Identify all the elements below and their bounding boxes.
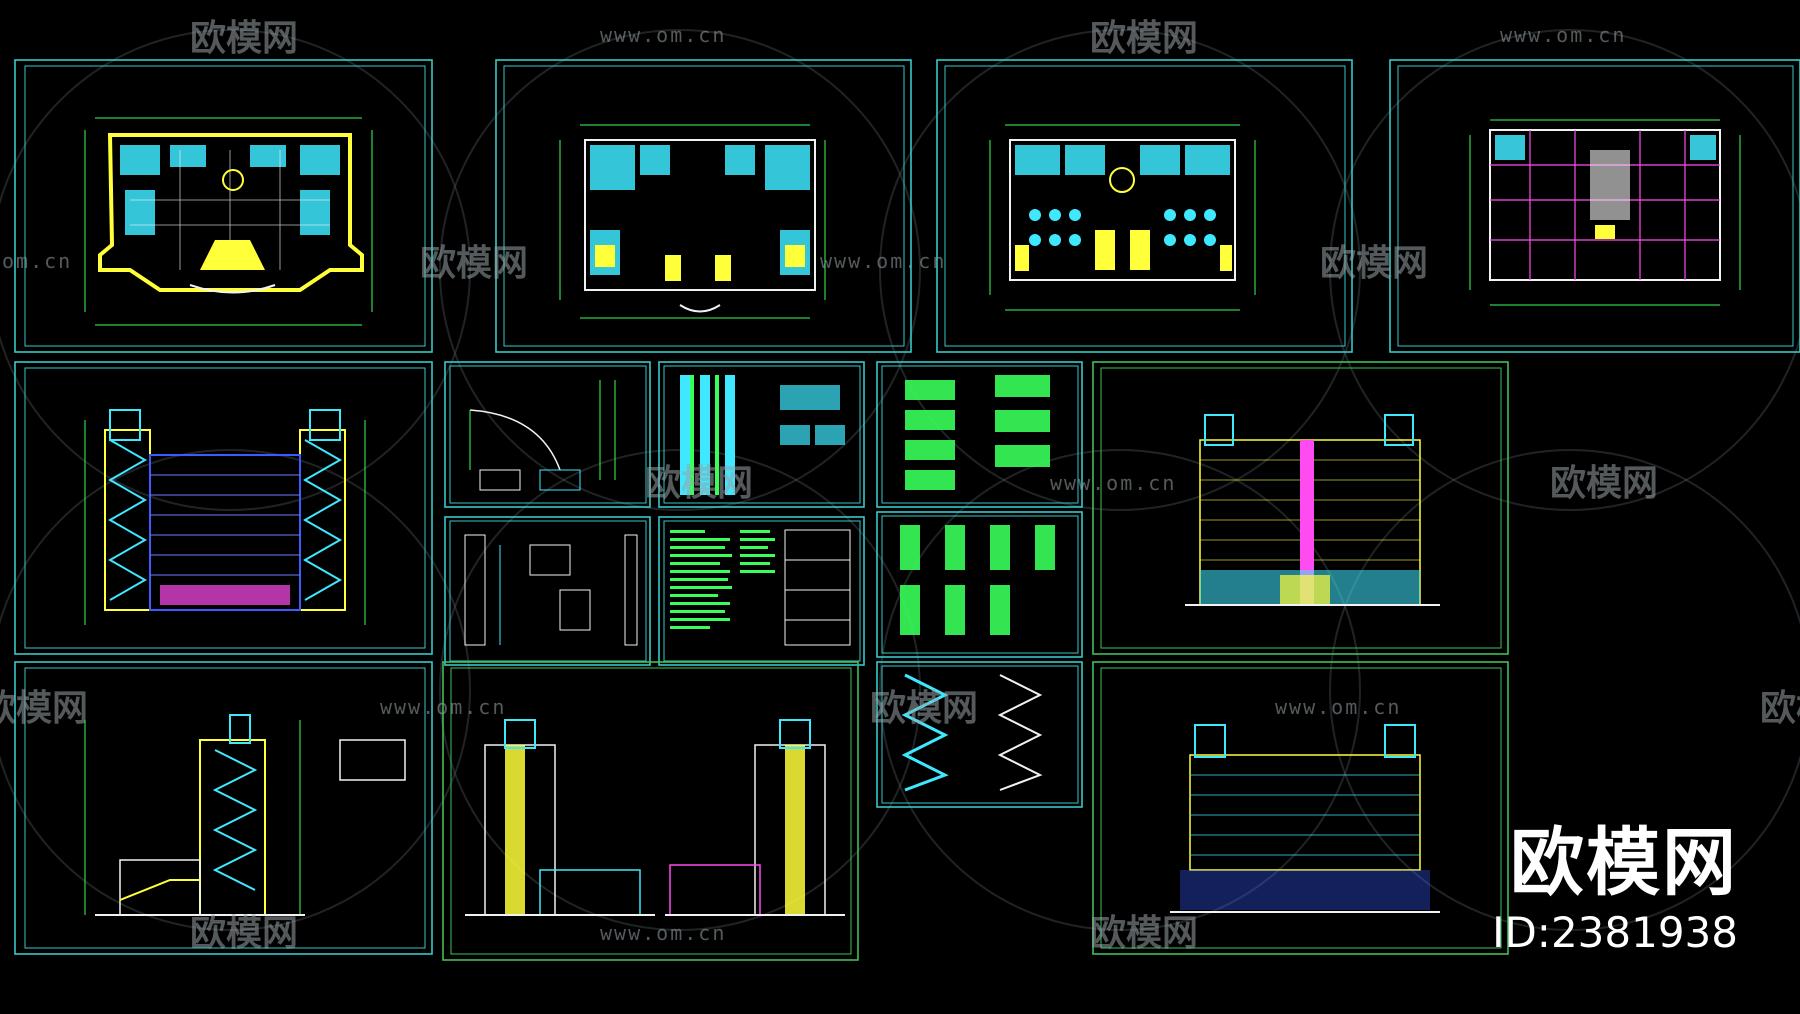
- watermark-brand: 欧模网: [1320, 243, 1428, 284]
- sheet-elevation-rear[interactable]: [1092, 661, 1509, 955]
- watermark-brand: 欧模网: [645, 463, 753, 504]
- watermark-brand: 欧模网: [1090, 18, 1198, 59]
- sheet-notes-1[interactable]: [658, 516, 865, 666]
- sheet-section-2[interactable]: [14, 661, 433, 955]
- watermark-url: www.om.cn: [380, 695, 506, 719]
- watermark-brand: 欧模网: [1550, 463, 1658, 504]
- sheet-plan-4[interactable]: [1389, 59, 1800, 353]
- watermark-url: om.cn: [2, 249, 72, 273]
- sheet-plan-2[interactable]: [495, 59, 912, 353]
- watermark-url: www.om.cn: [820, 249, 946, 273]
- sheet-elevation-front[interactable]: [1092, 361, 1509, 655]
- watermark-brand: 欧模网: [870, 688, 978, 729]
- watermark-brand: 欧模网: [420, 243, 528, 284]
- watermark-brand: 欧模网: [0, 688, 88, 729]
- asset-id-label: ID:2381938: [1492, 908, 1738, 957]
- watermark-url: www.om.cn: [1050, 471, 1176, 495]
- sheet-detail-5[interactable]: [876, 511, 1083, 658]
- watermark-url: www.om.cn: [1500, 23, 1626, 47]
- sheet-detail-2[interactable]: [658, 361, 865, 508]
- watermark-circles: [0, 29, 1800, 931]
- sheet-detail-4[interactable]: [444, 516, 651, 666]
- sheet-detail-3[interactable]: [876, 361, 1083, 508]
- watermark-labels: 欧模网 www.om.cn 欧模网 www.om.cn om.cn 欧模网 ww…: [0, 18, 1800, 954]
- sheet-plan-3[interactable]: [936, 59, 1353, 353]
- sheet-plan-1[interactable]: [14, 59, 433, 353]
- watermark-brand: 欧模网: [190, 18, 298, 59]
- watermark-url: www.om.cn: [1275, 695, 1401, 719]
- sheet-elevation-sides[interactable]: [442, 661, 859, 961]
- sheet-detail-1[interactable]: [444, 361, 651, 508]
- brand-logo-text: 欧模网: [1510, 820, 1738, 906]
- watermark-url: www.om.cn: [600, 23, 726, 47]
- sheet-section-1[interactable]: [14, 361, 433, 655]
- sheet-stair-1[interactable]: [876, 661, 1083, 808]
- watermark-brand: 欧模网: [1090, 913, 1198, 954]
- watermark-url: www.om.cn: [600, 921, 726, 945]
- watermark-brand: 欧模网: [190, 913, 298, 954]
- watermark-brand: 欧模网: [1760, 688, 1800, 729]
